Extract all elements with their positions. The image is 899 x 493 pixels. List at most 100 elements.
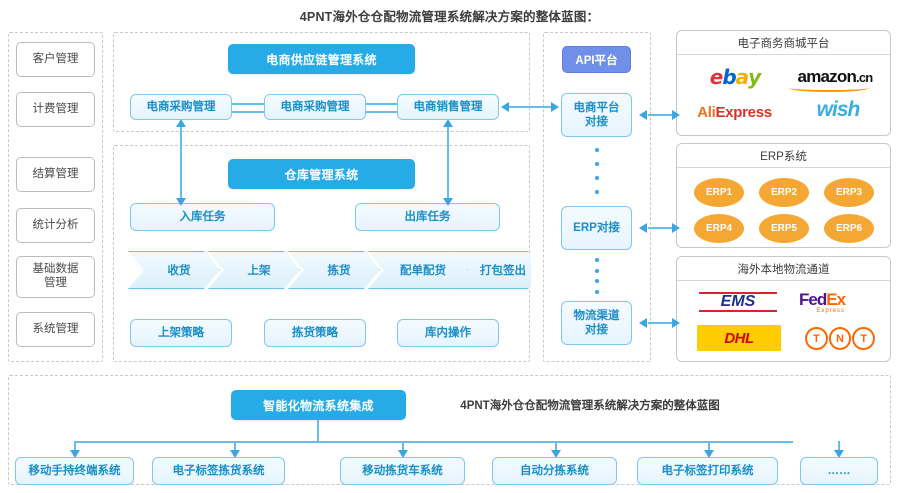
bottom-item-eltag-printing[interactable]: 电子标签打印系统	[637, 457, 778, 485]
dhl-logo-icon: DHL	[697, 325, 781, 351]
bottom-header-label: 智能化物流系统集成	[263, 398, 374, 413]
arrow-down-icon	[398, 450, 408, 458]
flow-step-label: 收货	[167, 265, 191, 277]
bottom-item-mobile-cart[interactable]: 移动拣货车系统	[340, 457, 465, 485]
bottom-item-eltag-picking[interactable]: 电子标签拣货系统	[152, 457, 285, 485]
bottom-note: 4PNT海外仓仓配物流管理系统解决方案的整体蓝图	[460, 400, 720, 412]
erp-item[interactable]: ERP1	[694, 178, 744, 207]
bottom-item-auto-sorting[interactable]: 自动分拣系统	[492, 457, 617, 485]
strategy-label: 上架策略	[158, 326, 204, 339]
connector-line	[74, 441, 793, 443]
flow-step-order-allocation[interactable]: 配单配货	[368, 251, 468, 289]
erp-partner-panel: ERP系统 ERP1 ERP2 ERP3 ERP4 ERP5 ERP6	[676, 143, 891, 248]
arrow-down-icon	[551, 450, 561, 458]
connector-line	[447, 124, 449, 202]
arrow-right-icon	[672, 318, 680, 328]
strategy-label: 库内操作	[425, 326, 471, 339]
connector-line	[232, 111, 264, 113]
connector-line	[508, 106, 553, 108]
amazon-logo-icon: amazon.cn	[785, 63, 885, 92]
arrow-down-icon	[443, 198, 453, 206]
connector-line	[648, 114, 676, 116]
arrow-right-icon	[672, 110, 680, 120]
flow-step-picking[interactable]: 拣货	[288, 251, 380, 289]
connector-line	[555, 441, 557, 453]
bottom-item-label: 移动手持终端系统	[28, 464, 121, 477]
sidebar-item-customer[interactable]: 客户管理	[16, 42, 95, 77]
erp-item[interactable]: ERP3	[824, 178, 874, 207]
sidebar-item-label: 客户管理	[32, 52, 79, 65]
arrow-right-icon	[672, 223, 680, 233]
flow-step-label: 打包签出	[480, 265, 526, 277]
supply-chain-header: 电商供应链管理系统	[228, 44, 415, 74]
bottom-header: 智能化物流系统集成	[231, 390, 406, 420]
task-inbound[interactable]: 入库任务	[130, 203, 275, 231]
arrow-down-icon	[834, 450, 844, 458]
arrow-down-icon	[704, 450, 714, 458]
bottom-item-mobile-terminal[interactable]: 移动手持终端系统	[15, 457, 134, 485]
erp-item[interactable]: ERP6	[824, 214, 874, 243]
sidebar-item-settlement[interactable]: 结算管理	[16, 157, 95, 192]
flow-step-label: 拣货	[327, 265, 351, 277]
task-label: 出库任务	[404, 210, 451, 223]
erp-item[interactable]: ERP5	[759, 214, 809, 243]
panel-mask	[531, 246, 543, 294]
strategy-inwarehouse-ops[interactable]: 库内操作	[397, 319, 499, 347]
vertical-dots-icon	[595, 148, 599, 194]
module-ecommerce-purchase-1[interactable]: 电商采购管理	[130, 94, 232, 120]
bottom-item-more[interactable]: ……	[800, 457, 878, 485]
arrow-left-icon	[639, 110, 647, 120]
strategy-picking[interactable]: 拣货策略	[264, 319, 366, 347]
arrow-down-icon	[176, 198, 186, 206]
connector-line	[180, 124, 182, 202]
connector-line	[232, 103, 264, 105]
connector-logistics-channel[interactable]: 物流渠道对接	[561, 301, 632, 345]
bottom-item-label: 移动拣货车系统	[362, 464, 443, 477]
connector-line	[648, 227, 676, 229]
connector-line	[366, 111, 397, 113]
flow-step-label: 配单配货	[400, 265, 446, 277]
connector-line	[366, 103, 397, 105]
sidebar-item-billing[interactable]: 计费管理	[16, 92, 95, 127]
vertical-dots-icon	[595, 258, 599, 294]
module-label: 电商销售管理	[413, 100, 483, 113]
connector-line	[648, 322, 676, 324]
erp-item[interactable]: ERP4	[694, 214, 744, 243]
arrow-right-icon	[551, 102, 559, 112]
strategy-putaway[interactable]: 上架策略	[130, 319, 232, 347]
module-label: 电商采购管理	[146, 100, 216, 113]
arrow-up-icon	[443, 119, 453, 127]
module-ecommerce-purchase-2[interactable]: 电商采购管理	[264, 94, 366, 120]
arrow-down-icon	[70, 450, 80, 458]
sidebar-item-label: 结算管理	[32, 167, 79, 180]
connector-line	[402, 441, 404, 453]
ems-logo-icon: EMS	[699, 289, 777, 315]
bottom-item-label: 电子标签打印系统	[661, 464, 754, 477]
module-label: 电商采购管理	[280, 100, 350, 113]
supply-chain-header-label: 电商供应链管理系统	[266, 52, 377, 67]
bottom-item-label: 自动分拣系统	[520, 464, 589, 477]
connector-line	[838, 441, 840, 453]
sidebar-item-basic-data[interactable]: 基础数据管理	[16, 256, 95, 298]
bottom-item-label: ……	[827, 464, 851, 477]
task-outbound[interactable]: 出库任务	[355, 203, 500, 231]
bottom-item-label: 电子标签拣货系统	[172, 464, 265, 477]
sidebar-item-system[interactable]: 系统管理	[16, 312, 95, 347]
arrow-left-icon	[501, 102, 509, 112]
connector-label: 电商平台对接	[573, 101, 620, 128]
connector-label: 物流渠道对接	[573, 309, 620, 336]
warehouse-header: 仓库管理系统	[228, 159, 415, 189]
arrow-left-icon	[639, 223, 647, 233]
connector-erp[interactable]: ERP对接	[561, 206, 632, 250]
connector-ecommerce-platform[interactable]: 电商平台对接	[561, 93, 632, 137]
erp-item[interactable]: ERP2	[759, 178, 809, 207]
erp-partner-title: ERP系统	[677, 144, 890, 168]
module-ecommerce-sales[interactable]: 电商销售管理	[397, 94, 499, 120]
wish-logo-icon: wish	[816, 98, 861, 121]
flow-step-label: 上架	[247, 265, 271, 277]
sidebar-item-statistics[interactable]: 统计分析	[16, 208, 95, 243]
